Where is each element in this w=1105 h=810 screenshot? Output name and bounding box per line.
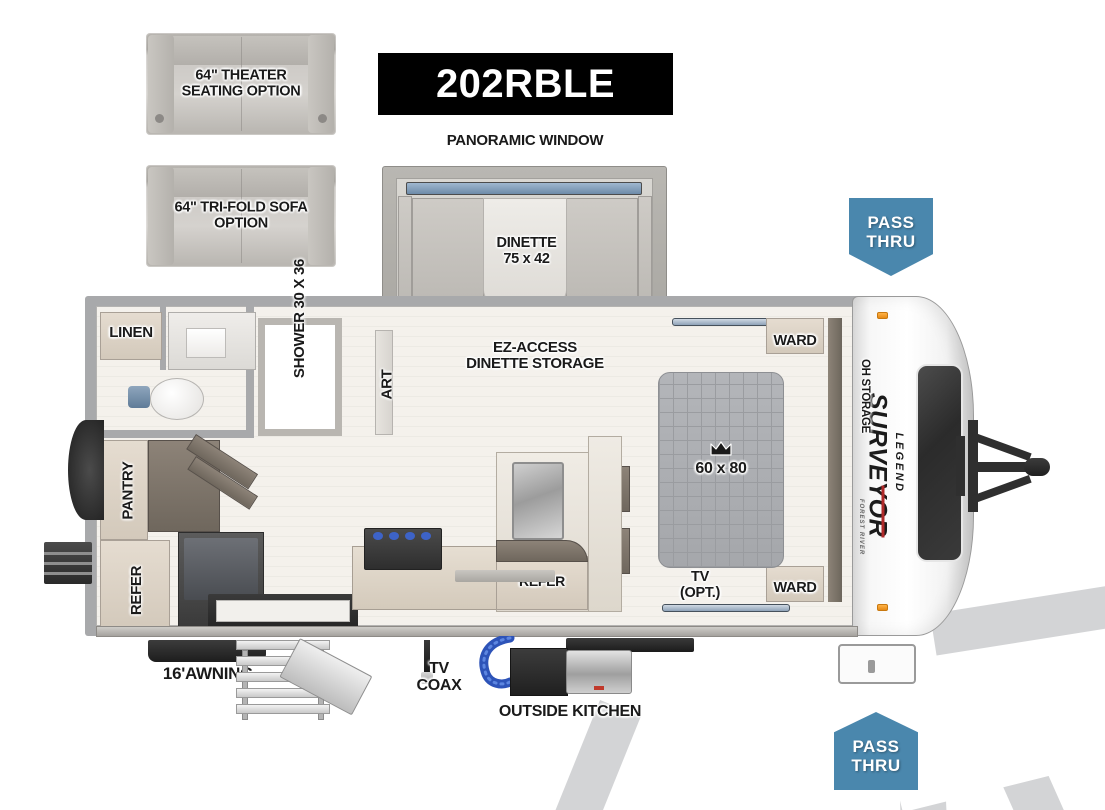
- entry-bench-pad: [184, 538, 258, 600]
- pass-thru-badge-top: PASS THRU: [849, 198, 933, 276]
- step-rung: [236, 704, 330, 714]
- front-window: [916, 364, 963, 562]
- pass-thru-door-handle: [868, 660, 875, 673]
- label-dinette-size: DINETTE 75 x 42: [496, 235, 557, 267]
- option-theater-seating-label: 64" THEATER SEATING OPTION: [181, 67, 301, 99]
- marker-light-bottom: [877, 604, 888, 611]
- bumper-line: [44, 552, 92, 555]
- dinette-side-rail-right: [638, 196, 652, 308]
- pass-thru-badge-top-label: PASS THRU: [866, 212, 916, 251]
- bath-partition: [160, 306, 166, 370]
- bumper-line: [44, 572, 92, 575]
- label-awning: 16'AWNING: [162, 664, 254, 683]
- dinette-bench-left: [412, 198, 484, 304]
- toilet-tank: [128, 386, 150, 408]
- utility-hose-icon: [479, 636, 515, 689]
- label-pantry: PANTRY: [119, 461, 137, 520]
- pass-thru-door: [838, 644, 916, 684]
- sofa-arm-left: [148, 167, 174, 265]
- hitch-center-beam: [976, 462, 1030, 472]
- label-linen: LINEN: [109, 324, 153, 341]
- option-theater-seating: 64" THEATER SEATING OPTION: [146, 33, 336, 135]
- refrigerator-rear: [100, 540, 170, 630]
- label-oh-storage: OH STORAGE: [859, 358, 872, 434]
- art-panel: [375, 330, 393, 435]
- chassis-rail: [96, 626, 858, 637]
- label-tv-optional: TV (OPT.): [679, 569, 721, 601]
- label-art: ART: [378, 369, 396, 400]
- toilet: [150, 378, 204, 420]
- bath-sink: [186, 328, 226, 358]
- bath-wall-horizontal: [96, 430, 254, 438]
- bed: [658, 372, 784, 568]
- overhead-storage: [828, 318, 842, 602]
- sofa-arm-right: [308, 167, 334, 265]
- hitch-coupler: [1024, 458, 1050, 476]
- oven-handle: [455, 570, 555, 582]
- outside-kitchen-appliance: [566, 650, 632, 694]
- cooktop: [364, 528, 442, 570]
- brand-tiny: FOREST RIVER: [858, 498, 864, 556]
- label-bed-size: 60 x 80: [695, 460, 747, 477]
- sofa-seam: [241, 37, 242, 131]
- sofa-foot-left: [155, 114, 164, 123]
- refrigerator-kitchen: [496, 556, 588, 610]
- dinette-side-rail-left: [398, 196, 412, 308]
- label-shower: SHOWER 30 X 36: [291, 259, 308, 378]
- pantry-column: [588, 436, 622, 612]
- label-wardrobe-top: WARD: [773, 333, 817, 349]
- brand-accent-rule: [881, 485, 885, 538]
- burner: [389, 532, 399, 540]
- shower: [258, 318, 342, 436]
- kitchen-sink: [512, 462, 564, 540]
- refrigerator-kitchen-top: [496, 540, 588, 562]
- panoramic-window-glass: [406, 182, 642, 195]
- pass-thru-badge-bottom-label: PASS THRU: [851, 736, 901, 775]
- crown-icon: [710, 441, 732, 456]
- wardrobe-top: [766, 318, 824, 354]
- sofa-seam: [241, 169, 242, 263]
- page-title: 202RBLE: [435, 61, 616, 106]
- outside-kitchen-rail: [566, 638, 694, 652]
- outside-kitchen-indicator: [594, 686, 604, 690]
- burner: [405, 532, 415, 540]
- option-tri-fold-sofa: 64" TRI-FOLD SOFA OPTION: [146, 165, 336, 267]
- tv-coax-post: [424, 640, 430, 674]
- label-ez-access-dinette-storage: EZ-ACCESS DINETTE STORAGE: [466, 339, 604, 373]
- label-panoramic-window: PANORAMIC WINDOW: [446, 132, 604, 149]
- step-rung: [236, 640, 330, 650]
- entry-step-tread: [216, 600, 350, 622]
- hitch-crossbar: [956, 436, 965, 496]
- wardrobe-bottom: [766, 566, 824, 602]
- rear-bumper: [44, 542, 92, 584]
- hitch-arm-lower: [970, 475, 1032, 504]
- outside-kitchen-cabinet: [510, 648, 568, 696]
- label-outside-kitchen: OUTSIDE KITCHEN: [498, 703, 642, 720]
- option-tri-fold-sofa-label: 64" TRI-FOLD SOFA OPTION: [174, 199, 308, 231]
- label-refer-rear: REFER: [128, 565, 146, 616]
- bumper-line: [44, 562, 92, 565]
- bath-wall-vertical: [246, 306, 254, 436]
- marker-light-top: [877, 312, 888, 319]
- dinette-table: [483, 198, 567, 304]
- model-title-banner: 202RBLE: [378, 53, 673, 115]
- burner: [421, 532, 431, 540]
- tv-coax-connector: [421, 672, 433, 684]
- burner: [373, 532, 383, 540]
- label-tv-coax: TV COAX: [416, 660, 462, 695]
- hitch-arm-upper: [970, 432, 1032, 461]
- dinette-bench-right: [566, 198, 638, 304]
- sofa-foot-right: [318, 114, 327, 123]
- step-leg-left: [242, 650, 248, 720]
- hitch-upright: [968, 420, 978, 512]
- label-wardrobe-bottom: WARD: [773, 580, 817, 596]
- bedroom-window-bottom: [662, 604, 790, 612]
- spare-tire: [68, 420, 104, 520]
- linen-cabinet: [100, 312, 162, 360]
- brand-sub: LEGEND: [893, 432, 905, 494]
